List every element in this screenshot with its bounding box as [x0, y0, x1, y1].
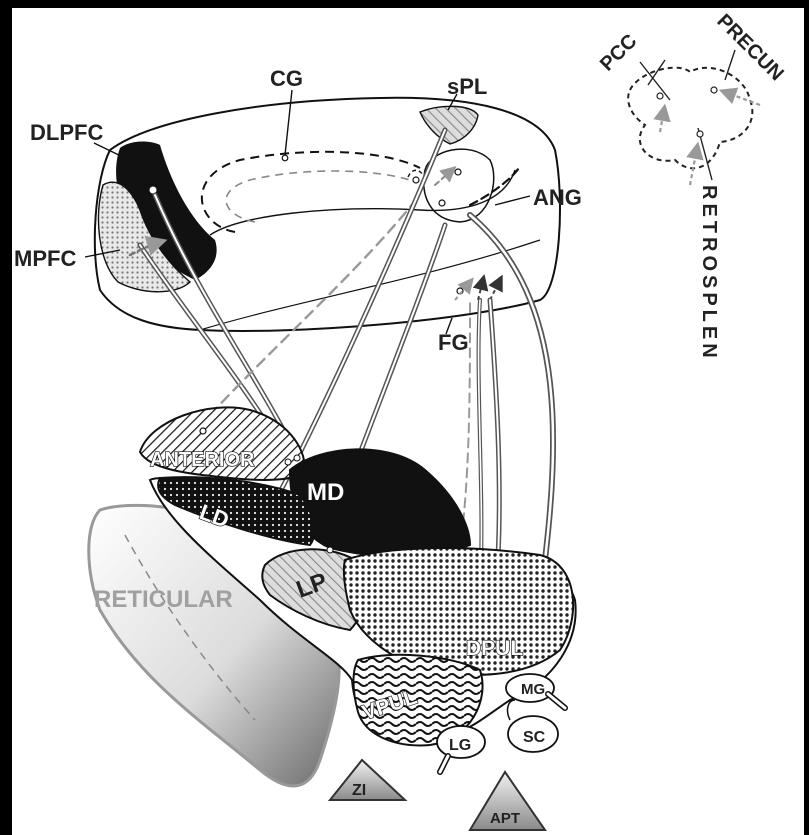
label-sc: SC: [523, 729, 546, 746]
label-cg: CG: [270, 66, 303, 91]
label-spl: sPL: [447, 74, 487, 99]
label-retrosplen: RETROSPLEN: [698, 185, 720, 362]
label-zi: ZI: [352, 782, 366, 799]
label-apt: APT: [490, 810, 520, 827]
label-lg: LG: [449, 737, 471, 754]
label-dlpfc: DLPFC: [30, 120, 103, 145]
label-ang: ANG: [533, 185, 582, 210]
label-precun: PRECUN: [712, 10, 787, 85]
label-reticular: RETICULAR: [94, 586, 233, 613]
posterior-cingulate-inset: [628, 50, 760, 185]
label-mg: MG: [521, 681, 545, 698]
label-anterior: ANTERIOR: [150, 449, 255, 471]
label-md: MD: [307, 479, 344, 506]
label-pcc: PCC: [596, 30, 641, 75]
thalamocortical-diagram: CG sPL DLPFC MPFC ANG FG PCC PRECUN RETR…: [12, 8, 804, 835]
label-dpul: DPUL: [466, 637, 523, 660]
label-fg: FG: [438, 330, 469, 355]
label-mpfc: MPFC: [14, 246, 76, 271]
zi-nucleus: [330, 760, 405, 800]
